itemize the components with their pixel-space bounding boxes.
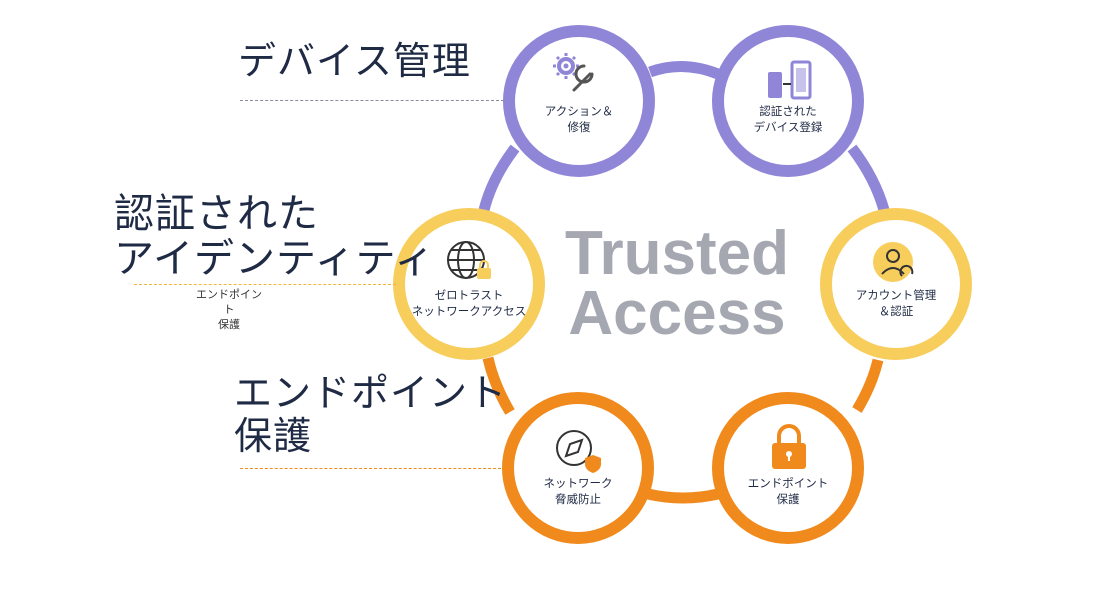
arc-left <box>482 356 515 415</box>
node-account-auth-line2: ＆認証 <box>878 303 914 318</box>
user-sync-icon <box>873 242 914 282</box>
divider-identity <box>134 284 396 285</box>
divider-device <box>240 100 504 101</box>
arc-bottom <box>646 488 720 504</box>
node-action-remediation-label: アクション＆ 修復 <box>514 104 644 135</box>
node-zero-trust-circle <box>393 208 545 360</box>
title-endpoint: エンドポイント 保護 <box>234 372 507 457</box>
node-network-threat-label: ネットワーク 脅威防止 <box>513 476 643 507</box>
node-account-auth-label: アカウント管理 ＆認証 <box>831 288 961 319</box>
node-endpoint-protection-line2: 保護 <box>776 491 800 506</box>
node-account-auth-circle <box>820 208 972 360</box>
identity-note: エンドポイント 保護 <box>196 288 262 333</box>
devices-icon <box>768 60 812 100</box>
node-network-threat-line2: 脅威防止 <box>555 491 601 506</box>
title-identity-line2: アイデンティティ <box>114 235 436 282</box>
node-account-auth-line1: アカウント管理 <box>855 288 937 302</box>
node-zero-trust-line2: ネットワークアクセス <box>411 303 527 318</box>
title-endpoint-line1: エンドポイント <box>234 371 508 415</box>
node-network-threat-circle <box>502 392 654 544</box>
node-registered-devices-circle <box>712 25 864 177</box>
node-registered-devices-line1: 認証された <box>759 104 817 118</box>
title-identity-line1: 認証された <box>114 191 319 237</box>
identity-note-line1: エンドポイント <box>196 288 262 316</box>
node-zero-trust-line1: ゼロトラスト <box>434 288 504 302</box>
node-action-remediation-line2: 修復 <box>567 119 591 134</box>
node-endpoint-protection-label: エンドポイント 保護 <box>723 476 853 507</box>
title-endpoint-line2: 保護 <box>234 413 313 458</box>
lock-icon <box>772 424 806 469</box>
center-title-line1: Trusted <box>565 219 789 288</box>
arc-top-left <box>478 144 520 212</box>
node-action-remediation-circle <box>503 25 655 177</box>
node-zero-trust-label: ゼロトラスト ネットワークアクセス <box>404 288 534 319</box>
identity-note-line2: 保護 <box>218 317 240 331</box>
divider-endpoint <box>240 468 506 469</box>
globe-lock-icon <box>447 241 491 279</box>
arc-right <box>852 358 884 413</box>
arc-top-right <box>847 144 890 212</box>
node-registered-devices-line2: デバイス登録 <box>753 119 823 134</box>
node-registered-devices-label: 認証された デバイス登録 <box>723 104 853 135</box>
compass-shield-icon <box>556 430 601 473</box>
node-endpoint-protection-line1: エンドポイント <box>747 476 829 490</box>
arc-top <box>648 60 721 80</box>
title-identity: 認証された アイデンティティ <box>114 192 435 282</box>
gear-wrench-icon <box>553 53 594 92</box>
title-device-management: デバイス管理 <box>238 39 471 83</box>
node-network-threat-line1: ネットワーク <box>543 476 613 490</box>
node-action-remediation-line1: アクション＆ <box>544 104 614 118</box>
center-title-line2: Access <box>568 279 786 348</box>
